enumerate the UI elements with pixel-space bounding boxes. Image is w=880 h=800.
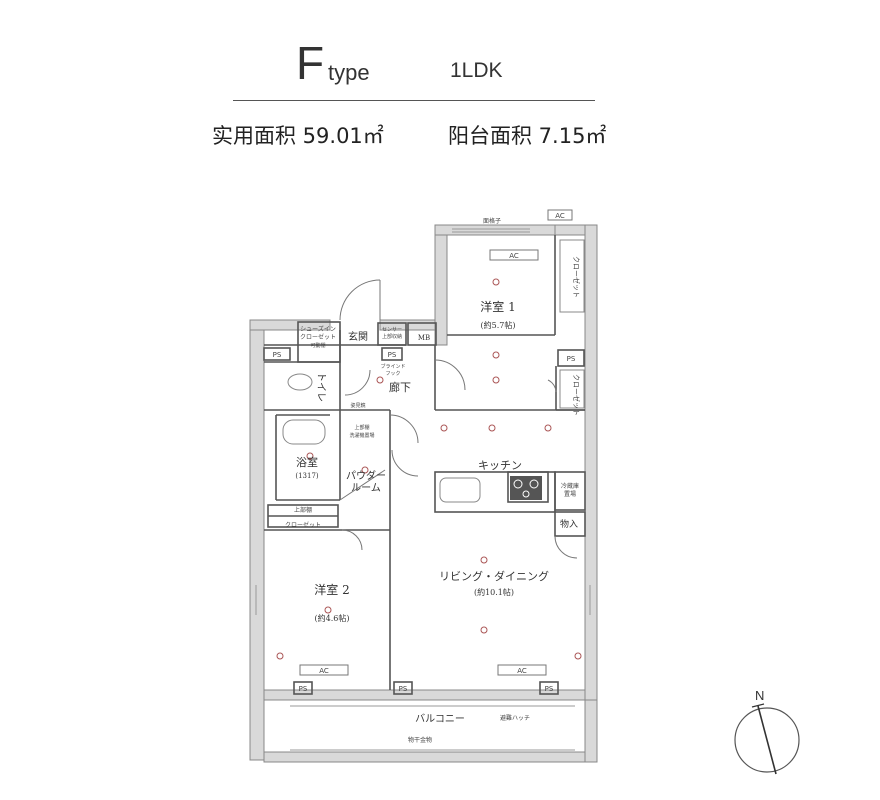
hanging-label: 物干金物 xyxy=(408,736,432,744)
room-toilet: トイレ xyxy=(315,372,326,402)
balcony-area: 阳台面积 7.15㎡ xyxy=(448,124,607,148)
shoes-closet-label-2: クローゼット xyxy=(300,333,336,341)
light-fixtures xyxy=(276,278,582,660)
room-bath: 浴室 xyxy=(296,455,318,469)
fridge-label-2: 置場 xyxy=(564,490,576,498)
room-western-1: 洋室 1 xyxy=(480,299,515,314)
room-western-1-size: (約5.7帖) xyxy=(481,320,516,330)
ps-label-1: PS xyxy=(273,351,282,359)
room-ldk: リビング・ダイニング xyxy=(439,569,549,583)
doors xyxy=(339,279,578,559)
shoes-closet-label: シューズイン xyxy=(300,325,336,333)
closet-label-left: クローゼット xyxy=(285,521,321,529)
ps-label-2: PS xyxy=(388,351,397,359)
closet-label-right-1: クローゼット xyxy=(572,256,581,298)
bars-label: 面格子 xyxy=(483,217,501,225)
room-western-2-size: (約4.6帖) xyxy=(315,613,350,623)
ps-label-4: PS xyxy=(299,685,308,693)
compass: N xyxy=(734,688,800,775)
sensor-label-2: 上部収納 xyxy=(382,333,402,340)
room-entrance: 玄関 xyxy=(348,330,368,343)
ac-label-2: AC xyxy=(319,667,329,675)
room-western-2: 洋室 2 xyxy=(314,582,349,597)
fridge-label: 冷蔵庫 xyxy=(561,482,579,490)
inner-walls xyxy=(263,235,586,695)
room-hall: 廊下 xyxy=(389,380,411,394)
closet-right-top xyxy=(559,239,585,409)
ac-label-1: AC xyxy=(509,252,519,260)
room-powder-2: ルーム xyxy=(351,482,381,494)
blind-hook-label-2: フック xyxy=(385,371,400,377)
ac-label-4: AC xyxy=(555,212,565,220)
bathtub xyxy=(282,419,326,445)
ps-label-6: PS xyxy=(545,685,554,693)
kitchen-sink xyxy=(439,477,481,503)
unit-type-word: type xyxy=(328,60,370,85)
evac-hatch-label: 避難ハッチ xyxy=(500,714,530,722)
compass-north: N xyxy=(755,688,764,703)
towel-bar-label: 姿見鏡 xyxy=(350,402,365,409)
room-kitchen: キッチン xyxy=(478,459,522,472)
outer-walls xyxy=(249,224,598,763)
room-bath-size: (1317) xyxy=(295,472,319,480)
stove xyxy=(510,476,542,500)
movable-shelf-label: 可動棚 xyxy=(310,342,325,349)
room-powder: パウダー xyxy=(346,469,386,482)
practical-area: 实用面积 59.01㎡ xyxy=(212,124,384,148)
upper-shelf-label: 上部棚 xyxy=(294,506,312,514)
sensor-label: センサー xyxy=(382,327,402,333)
unit-type-letter: F xyxy=(296,37,325,89)
toilet-bowl xyxy=(287,373,313,391)
windows xyxy=(255,228,591,751)
room-balcony: バルコニー xyxy=(415,713,465,725)
ps-label-3: PS xyxy=(567,355,576,363)
upper-storage-label: 上部棚 xyxy=(354,424,369,431)
header-divider xyxy=(233,100,595,101)
room-mb: MB xyxy=(418,334,430,342)
ac-label-3: AC xyxy=(517,667,527,675)
closet-label-right-2: クローゼット xyxy=(572,374,581,416)
ps-label-5: PS xyxy=(399,685,408,693)
header: F type 1LDK 实用面积 59.01㎡ 阳台面积 7.15㎡ xyxy=(0,0,880,200)
room-ldk-size: (約10.1帖) xyxy=(474,587,514,597)
washer-label: 洗濯機置場 xyxy=(349,432,374,439)
ac-units xyxy=(299,209,573,676)
room-storage: 物入 xyxy=(560,518,578,530)
layout-label: 1LDK xyxy=(450,59,503,82)
blind-hook-label: ブラインド xyxy=(380,363,405,370)
